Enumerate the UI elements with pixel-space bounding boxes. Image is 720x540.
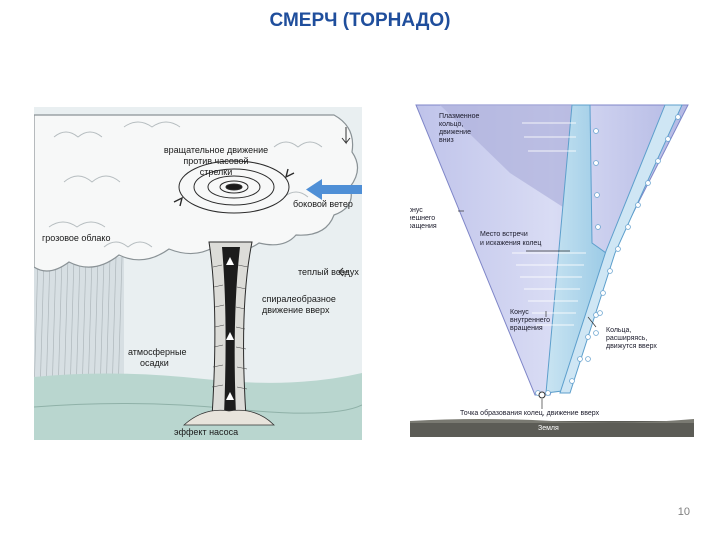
label-plasma-1: Плазменное (439, 113, 480, 120)
label-rings-1: Кольца, (606, 327, 632, 334)
label-ground: Земля (538, 425, 559, 432)
label-precip-2: осадки (140, 358, 169, 368)
label-inner-3: вращения (510, 325, 543, 332)
cone-schematic: Плазменное кольцо, движение вниз Конус в… (410, 103, 694, 437)
label-plasma-2: кольцо, (439, 121, 464, 128)
label-rotation-3: стрелки (199, 167, 233, 177)
label-warm-air: теплый воздух (298, 267, 359, 277)
inner-rings (512, 122, 586, 326)
label-storm-cloud: грозовое облако (42, 233, 111, 243)
label-rotation-2: против часовой (183, 156, 249, 166)
label-spiral-1: спиралеобразное (262, 294, 336, 304)
label-inner-2: внутреннего (510, 317, 550, 324)
label-precip-1: атмосферные (128, 347, 187, 357)
precipitation-hatching (34, 256, 124, 397)
label-side-wind: боковой ветер (293, 199, 353, 209)
label-pump-effect: эффект насоса (174, 427, 239, 437)
vortex-swirl (173, 160, 295, 214)
label-outer-3: вращения (410, 223, 437, 230)
page-number: 10 (677, 506, 690, 518)
leader-lines (458, 210, 597, 409)
tornado-funnel (182, 241, 275, 426)
ring-origin-point (538, 391, 546, 399)
label-outer-2: внешнего (410, 215, 436, 222)
label-rotation-1: вращательное движение (163, 145, 269, 155)
label-plasma-4: вниз (439, 137, 454, 144)
tornado-illustration: вращательное движение против часовой стр… (34, 107, 362, 440)
tornado-illustration-drawing (34, 107, 362, 440)
side-wind-arrow (306, 179, 362, 200)
label-rings-3: движутся вверх (606, 343, 657, 350)
label-plasma-3: движение (439, 129, 471, 136)
label-rings-2: расширяясь, (606, 335, 648, 342)
label-origin-point: Точка образования колец, движение вверх (460, 410, 600, 417)
label-meeting-2: и искажения колец (480, 240, 542, 247)
label-inner-1: Конус (510, 309, 529, 316)
label-outer-1: Конус (410, 207, 423, 214)
label-meeting-1: Место встречи (480, 231, 528, 238)
label-spiral-2: движение вверх (262, 305, 330, 315)
slide-title: СМЕРЧ (ТОРНАДО) (269, 10, 451, 31)
ground-strip (410, 421, 694, 437)
cone-schematic-drawing (410, 104, 694, 437)
edge-arrows (337, 127, 351, 277)
